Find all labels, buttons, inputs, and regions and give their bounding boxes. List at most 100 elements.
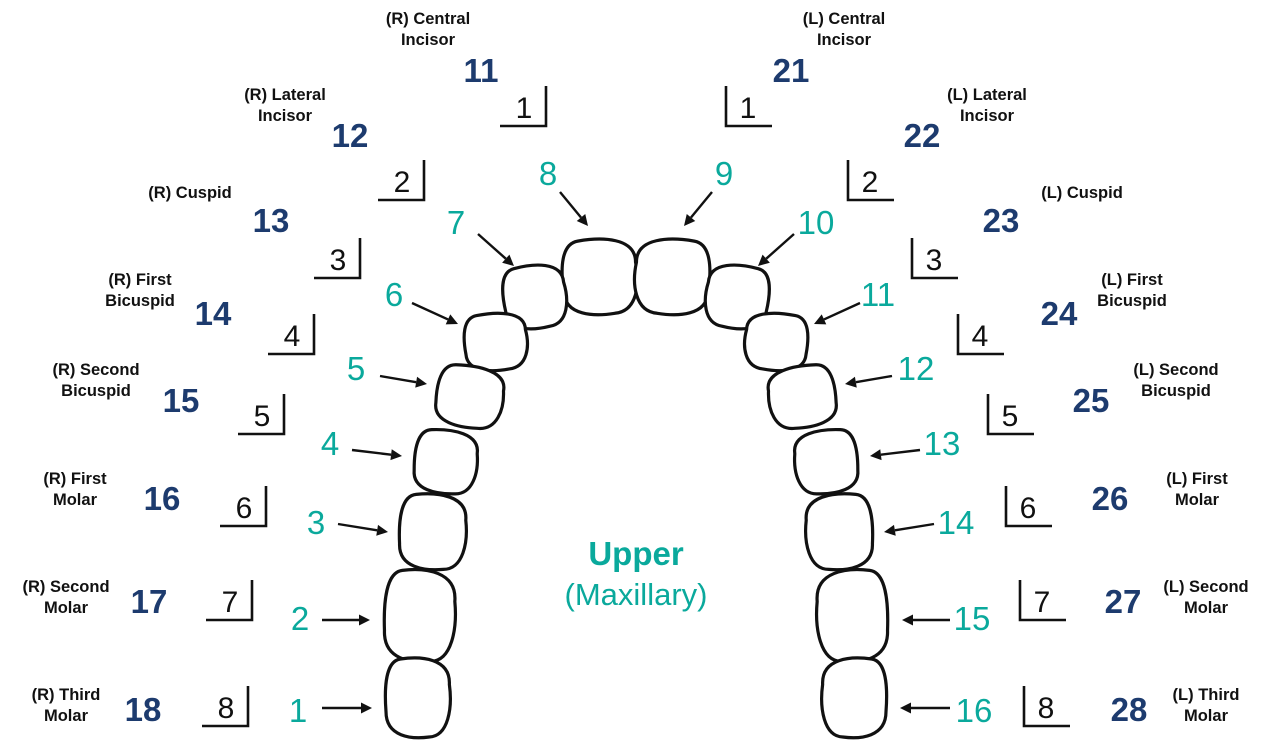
tooth-left-3 (742, 311, 810, 374)
fdi-number: 17 (131, 583, 168, 620)
tooth-name: (R) FirstBicuspid (105, 271, 175, 310)
universal-number: 2 (291, 600, 309, 637)
arrow-universal-11 (814, 303, 860, 324)
palmer-notation-r-3: 3 (314, 238, 360, 278)
tooth-left-6 (804, 493, 874, 571)
palmer-number: 7 (1034, 586, 1051, 619)
tooth-name: (L) Cuspid (1041, 184, 1123, 202)
palmer-number: 8 (1038, 692, 1055, 725)
fdi-number: 11 (464, 52, 499, 89)
arrow-universal-1 (322, 703, 372, 714)
arrow-universal-10 (758, 234, 794, 266)
universal-number: 6 (385, 276, 403, 313)
palmer-notation-r-7: 7 (206, 580, 252, 620)
universal-number: 12 (898, 350, 935, 387)
universal-number: 8 (539, 155, 557, 192)
arrow-universal-4 (352, 449, 402, 460)
palmer-notation-l-5: 5 (988, 394, 1034, 434)
palmer-number: 2 (862, 166, 879, 199)
palmer-number: 7 (222, 586, 239, 619)
arrow-universal-9 (684, 192, 712, 226)
tooth-left-8 (822, 658, 887, 738)
tooth-name: (L) FirstMolar (1166, 470, 1228, 509)
universal-number: 10 (798, 204, 835, 241)
title-upper: Upper (588, 535, 684, 572)
palmer-number: 3 (926, 244, 943, 277)
tooth-right-5 (412, 428, 480, 497)
palmer-number: 6 (1020, 492, 1037, 525)
fdi-number: 21 (773, 52, 810, 89)
universal-number: 9 (715, 155, 733, 192)
palmer-number: 2 (394, 166, 411, 199)
palmer-notation-r-5: 5 (238, 394, 284, 434)
palmer-notation-l-1: 1 (726, 86, 772, 126)
fdi-number: 27 (1105, 583, 1142, 620)
arrow-universal-15 (902, 615, 950, 626)
arrow-universal-2 (322, 615, 370, 626)
palmer-notation-l-6: 6 (1006, 486, 1052, 526)
arrow-universal-8 (560, 192, 588, 226)
palmer-notation-l-2: 2 (848, 160, 894, 200)
tooth-right-3 (462, 311, 530, 374)
universal-number: 5 (347, 350, 365, 387)
arrow-universal-6 (412, 303, 458, 324)
palmer-notation-l-3: 3 (912, 238, 958, 278)
tooth-right-8 (385, 658, 450, 738)
fdi-number: 14 (195, 295, 232, 332)
palmer-notation-l-7: 7 (1020, 580, 1066, 620)
teeth-arch (383, 237, 890, 738)
arrow-universal-5 (380, 376, 427, 388)
fdi-number: 24 (1041, 295, 1078, 332)
universal-number: 13 (924, 425, 961, 462)
tooth-labels: 8111(R) CentralIncisor7212(R) LateralInc… (22, 10, 1248, 729)
universal-number: 4 (321, 425, 339, 462)
arrow-universal-12 (845, 376, 892, 388)
fdi-number: 15 (163, 382, 200, 419)
palmer-number: 5 (1002, 400, 1019, 433)
arrow-universal-14 (884, 524, 934, 536)
fdi-number: 23 (983, 202, 1020, 239)
palmer-notation-r-6: 6 (220, 486, 266, 526)
universal-number: 1 (289, 692, 307, 729)
tooth-name: (R) ThirdMolar (32, 686, 101, 725)
tooth-right-7 (383, 569, 457, 663)
fdi-number: 22 (904, 117, 941, 154)
tooth-left-1 (633, 237, 712, 317)
universal-number: 14 (938, 504, 975, 541)
fdi-number: 26 (1092, 480, 1129, 517)
tooth-left-5 (792, 428, 860, 497)
fdi-number: 12 (332, 117, 369, 154)
palmer-number: 8 (218, 692, 235, 725)
tooth-left-4 (765, 362, 840, 432)
palmer-notation-r-2: 2 (378, 160, 424, 200)
fdi-number: 25 (1073, 382, 1110, 419)
palmer-notation-l-8: 8 (1024, 686, 1070, 726)
universal-number: 16 (956, 692, 993, 729)
tooth-right-1 (560, 237, 639, 317)
palmer-number: 4 (972, 320, 989, 353)
fdi-number: 18 (125, 691, 162, 728)
tooth-left-7 (815, 569, 889, 663)
universal-number: 11 (861, 276, 895, 313)
palmer-notation-r-1: 1 (500, 86, 546, 126)
fdi-number: 28 (1111, 691, 1148, 728)
palmer-notation-r-8: 8 (202, 686, 248, 726)
tooth-name: (R) LateralIncisor (244, 86, 326, 125)
diagram-title: Upper (Maxillary) (565, 535, 708, 612)
tooth-name: (R) Cuspid (148, 184, 231, 202)
palmer-notation-r-4: 4 (268, 314, 314, 354)
palmer-number: 4 (284, 320, 301, 353)
arrow-universal-7 (478, 234, 514, 266)
arrow-universal-13 (870, 449, 920, 460)
arrow-universal-3 (338, 524, 388, 536)
universal-number: 3 (307, 504, 325, 541)
